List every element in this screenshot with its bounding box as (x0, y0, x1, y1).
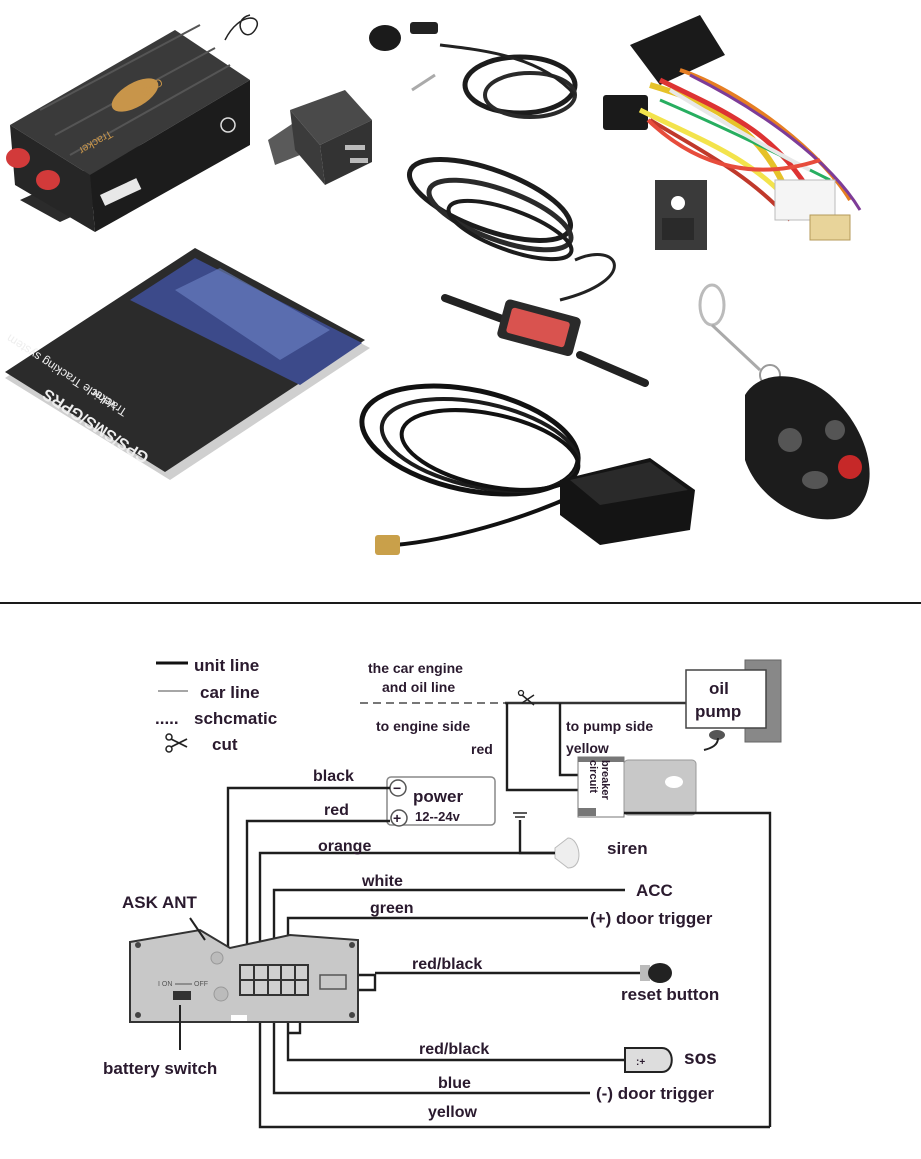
door-trigger-neg-label: (-) door trigger (596, 1084, 714, 1103)
section-divider (0, 602, 921, 604)
switch-off-label: OFF (194, 981, 208, 988)
reset-button: reset button (621, 963, 719, 1004)
legend-cut: cut (212, 735, 238, 754)
sim-card-tray (655, 180, 707, 250)
sos-button: :+ sos (624, 1047, 717, 1073)
wire-black-label: black (313, 768, 354, 785)
legend-unit-line: unit line (194, 656, 259, 675)
wire-orange-label: orange (318, 838, 371, 855)
wire-green-label: green (370, 900, 414, 917)
reset-button-label: reset button (621, 985, 719, 1004)
pump-side-color: yellow (566, 740, 609, 756)
wire-white-label: white (361, 873, 403, 890)
legend-schematic: schcmatic (194, 709, 277, 728)
acc-label: ACC (636, 881, 673, 900)
power-label: power (413, 787, 463, 806)
wire-red-label: red (324, 802, 349, 819)
engine-side-color: red (471, 741, 493, 757)
oil-line-title-1: the car engine (368, 660, 463, 676)
oil-pump-label-1: oil (709, 679, 729, 698)
wire-blue-label: blue (438, 1075, 471, 1092)
legend-dots: ..... (155, 709, 179, 728)
sos-button-glyph: :+ (636, 1057, 645, 1068)
oil-line-title-2: and oil line (382, 679, 455, 695)
power-source: − + power 12--24v (386, 776, 496, 827)
siren: siren (513, 812, 648, 869)
plus-terminal-icon (390, 809, 408, 827)
scissors-icon (165, 733, 188, 753)
remote-key-fob (698, 283, 870, 520)
breaker-label-2: breaker (599, 760, 611, 800)
product-photo: GPS Tracker (4, 14, 870, 555)
oil-pump-label-2: pump (695, 702, 741, 721)
ask-ant-label: ASK ANT (122, 893, 198, 912)
microphone (369, 22, 578, 119)
oil-pump: oil pump (685, 659, 782, 751)
cut-scissors-icon (517, 689, 535, 706)
user-manual: Vehicle Tracking system Tracker GPS/SMS/… (4, 248, 370, 480)
legend: unit line car line ..... schcmatic cut (155, 656, 277, 754)
power-voltage: 12--24v (415, 809, 461, 824)
siren-label: siren (607, 839, 648, 858)
wire-red-black-2-label: red/black (419, 1041, 489, 1058)
relay (268, 90, 372, 185)
wiring-harness (603, 15, 862, 241)
switch-on-label: I ON (158, 981, 172, 988)
battery-switch-toggle[interactable] (173, 991, 191, 1000)
legend-car-line: car line (200, 683, 260, 702)
sos-label: sos (684, 1048, 717, 1069)
wire-yellow-label: yellow (428, 1104, 477, 1121)
wire-yellow: yellow (258, 990, 770, 1129)
wire-red: red (245, 802, 390, 973)
wiring-diagram: unit line car line ..... schcmatic cut t… (103, 656, 782, 1129)
circuit-breaker: circuit breaker (577, 756, 697, 818)
oil-line-section: the car engine and oil line to engine si… (360, 659, 782, 1127)
gps-antenna (359, 383, 695, 555)
gps-ant-connector-icon (213, 986, 229, 1002)
door-trigger-pos-label: (+) door trigger (590, 909, 713, 928)
minus-symbol: − (393, 780, 401, 796)
gsm-antenna (406, 157, 649, 387)
breaker-label-1: circuit (587, 760, 599, 793)
wire-orange: orange (258, 838, 555, 973)
pump-side-label: to pump side (566, 718, 653, 734)
tracker-unit-panel: I ON OFF (129, 928, 359, 1023)
ask-ant-connector-icon (210, 951, 224, 965)
engine-side-label: to engine side (376, 718, 470, 734)
wire-red-black-1-label: red/black (412, 956, 482, 973)
wire-blue: blue (-) door trigger (272, 990, 714, 1103)
gps-tracker-unit: GPS Tracker (6, 14, 258, 232)
battery-switch-label: battery switch (103, 1059, 217, 1078)
plus-symbol: + (393, 810, 401, 826)
